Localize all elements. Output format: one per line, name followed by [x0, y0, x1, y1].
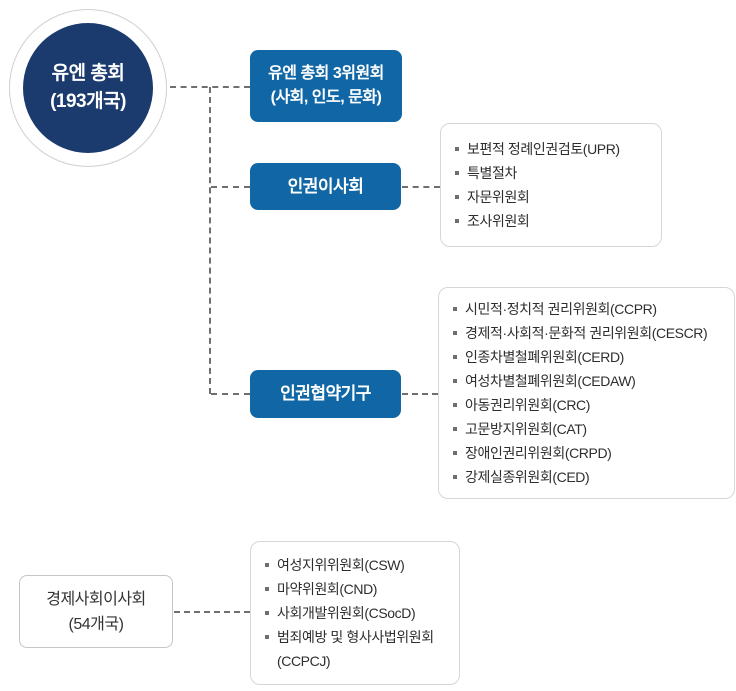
treaty-bodies-node: 인권협약기구	[250, 370, 401, 418]
list-item-label: 여성차별철폐위원회(CEDAW)	[465, 373, 636, 389]
bullet-icon	[453, 403, 457, 407]
list-item: 사회개발위원회(CSocD)	[265, 601, 451, 625]
list-item-label: 마약위원회(CND)	[277, 581, 378, 597]
third-committee-subtitle: (사회, 인도, 문화)	[270, 89, 382, 106]
list-item-label: 조사위원회	[467, 213, 530, 229]
bullet-icon	[455, 147, 459, 151]
bullet-icon	[453, 355, 457, 359]
list-item: 마약위원회(CND)	[265, 577, 451, 601]
connector-hrc-branch	[211, 186, 250, 188]
treaty-bodies-label: 인권협약기구	[280, 384, 371, 403]
bullet-icon	[453, 379, 457, 383]
un-general-assembly-count: (193개국)	[50, 91, 126, 112]
connector-ecosoc-to-list	[174, 611, 250, 613]
list-item: 고문방지위원회(CAT)	[453, 417, 728, 441]
bullet-icon	[455, 171, 459, 175]
bullet-icon	[455, 219, 459, 223]
bullet-icon	[265, 611, 269, 615]
ecosoc-node: 경제사회이사회 (54개국)	[19, 575, 173, 648]
list-item: 범죄예방 및 형사사법위원회 (CCPCJ)	[265, 625, 451, 673]
list-item-label: 시민적·정치적 권리위원회(CCPR)	[465, 301, 657, 317]
list-item: 인종차별철폐위원회(CERD)	[453, 345, 728, 369]
bullet-icon	[265, 587, 269, 591]
list-item-label: 자문위원회	[467, 189, 530, 205]
list-item-label: 특별절차	[467, 165, 517, 181]
connector-hrc-to-list	[402, 186, 440, 188]
list-item-label: 경제적·사회적·문화적 권리위원회(CESCR)	[465, 325, 708, 341]
list-item-label: 범죄예방 및 형사사법위원회 (CCPCJ)	[277, 629, 434, 669]
connector-treaty-to-list	[402, 393, 438, 395]
list-item: 조사위원회	[455, 209, 653, 233]
un-general-assembly-node: 유엔 총회 (193개국)	[9, 9, 167, 167]
list-item: 시민적·정치적 권리위원회(CCPR)	[453, 297, 728, 321]
bullet-icon	[453, 451, 457, 455]
list-item: 강제실종위원회(CED)	[453, 465, 728, 489]
list-item-label: 사회개발위원회(CSocD)	[277, 605, 416, 621]
bullet-icon	[453, 307, 457, 311]
list-item-label: 장애인권리위원회(CRPD)	[465, 445, 612, 461]
ecosoc-commissions-list: 여성지위위원회(CSW) 마약위원회(CND) 사회개발위원회(CSocD) 범…	[250, 541, 460, 685]
connector-treaty-branch	[211, 393, 250, 395]
list-item: 보편적 정례인권검토(UPR)	[455, 137, 653, 161]
list-item-label: 고문방지위원회(CAT)	[465, 421, 587, 437]
list-item: 여성지위위원회(CSW)	[265, 553, 451, 577]
list-item: 장애인권리위원회(CRPD)	[453, 441, 728, 465]
list-item: 여성차별철폐위원회(CEDAW)	[453, 369, 728, 393]
bullet-icon	[455, 195, 459, 199]
list-item-label: 보편적 정례인권검토(UPR)	[467, 141, 620, 157]
bullet-icon	[265, 635, 269, 639]
list-item: 자문위원회	[455, 185, 653, 209]
list-item: 특별절차	[455, 161, 653, 185]
third-committee-node: 유엔 총회 3위원회 (사회, 인도, 문화)	[250, 50, 402, 122]
list-item-label: 강제실종위원회(CED)	[465, 469, 590, 485]
list-item-label: 아동권리위원회(CRC)	[465, 397, 591, 413]
ecosoc-count: (54개국)	[68, 615, 124, 633]
human-rights-council-node: 인권이사회	[250, 163, 401, 210]
ecosoc-title: 경제사회이사회	[46, 590, 146, 608]
bullet-icon	[453, 427, 457, 431]
treaty-bodies-list: 시민적·정치적 권리위원회(CCPR) 경제적·사회적·문화적 권리위원회(CE…	[438, 287, 735, 499]
list-item-label: 여성지위위원회(CSW)	[277, 557, 405, 573]
hrc-mechanisms-list: 보편적 정례인권검토(UPR) 특별절차 자문위원회 조사위원회	[440, 123, 662, 247]
connector-trunk-vertical	[209, 87, 211, 394]
list-item: 아동권리위원회(CRC)	[453, 393, 728, 417]
bullet-icon	[453, 331, 457, 335]
un-general-assembly-title: 유엔 총회	[51, 63, 125, 84]
list-item: 경제적·사회적·문화적 권리위원회(CESCR)	[453, 321, 728, 345]
bullet-icon	[265, 563, 269, 567]
human-rights-council-label: 인권이사회	[287, 176, 364, 196]
list-item-label: 인종차별철폐위원회(CERD)	[465, 349, 624, 365]
third-committee-title: 유엔 총회 3위원회	[268, 65, 384, 82]
bullet-icon	[453, 475, 457, 479]
un-general-assembly-circle: 유엔 총회 (193개국)	[23, 23, 153, 153]
